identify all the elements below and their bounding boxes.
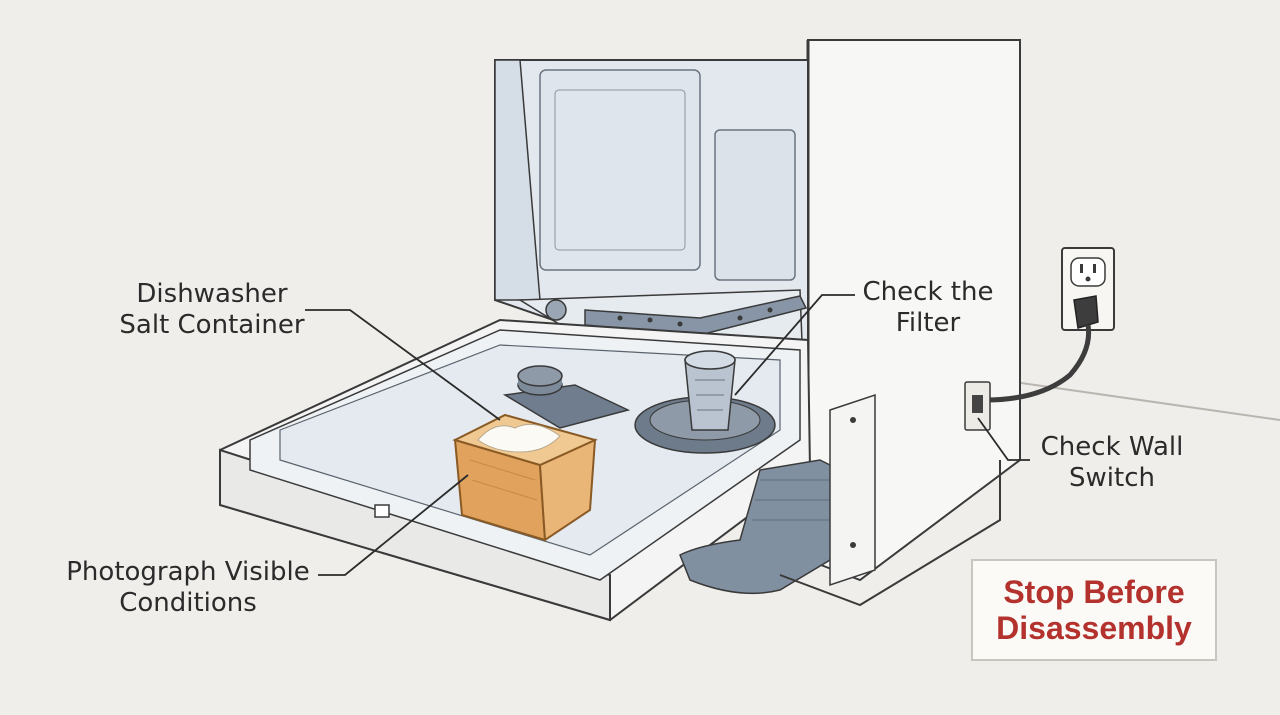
label-filter-line1: Check the — [862, 277, 994, 307]
label-check-wall-switch: Check Wall Switch — [1032, 432, 1192, 494]
label-salt-container: Dishwasher Salt Container — [112, 279, 312, 341]
leader-switch — [977, 417, 1030, 461]
label-photo-line2: Conditions — [119, 588, 257, 618]
warning-line2: Disassembly — [996, 610, 1192, 646]
mounting-bracket — [829, 393, 876, 587]
label-switch-line2: Switch — [1069, 463, 1155, 493]
back-wall-panel — [539, 69, 701, 271]
leader-salt — [305, 309, 501, 421]
warning-line1: Stop Before — [1003, 574, 1185, 610]
kick-plate — [779, 460, 1001, 607]
leader-filter — [734, 294, 855, 396]
label-check-filter: Check the Filter — [858, 277, 998, 339]
power-cord — [984, 324, 1092, 403]
label-photo-line1: Photograph Visible — [66, 557, 310, 587]
side-wall-panel — [714, 129, 796, 281]
salt-pile — [477, 423, 561, 453]
wall-switch-icon — [964, 381, 991, 431]
stop-warning-box: Stop Before Disassembly — [971, 559, 1217, 661]
back-wall-panel-inner — [554, 89, 686, 251]
label-salt-line1: Dishwasher — [136, 279, 288, 309]
label-photograph-conditions: Photograph Visible Conditions — [58, 557, 318, 619]
floor-line — [999, 379, 1280, 421]
power-plug-icon — [1073, 295, 1099, 329]
label-salt-line2: Salt Container — [119, 310, 305, 340]
door-latch — [374, 504, 390, 518]
label-filter-line2: Filter — [895, 308, 961, 338]
rack-wheel — [545, 299, 567, 321]
label-switch-line1: Check Wall — [1040, 432, 1184, 462]
leader-photo — [318, 474, 469, 576]
